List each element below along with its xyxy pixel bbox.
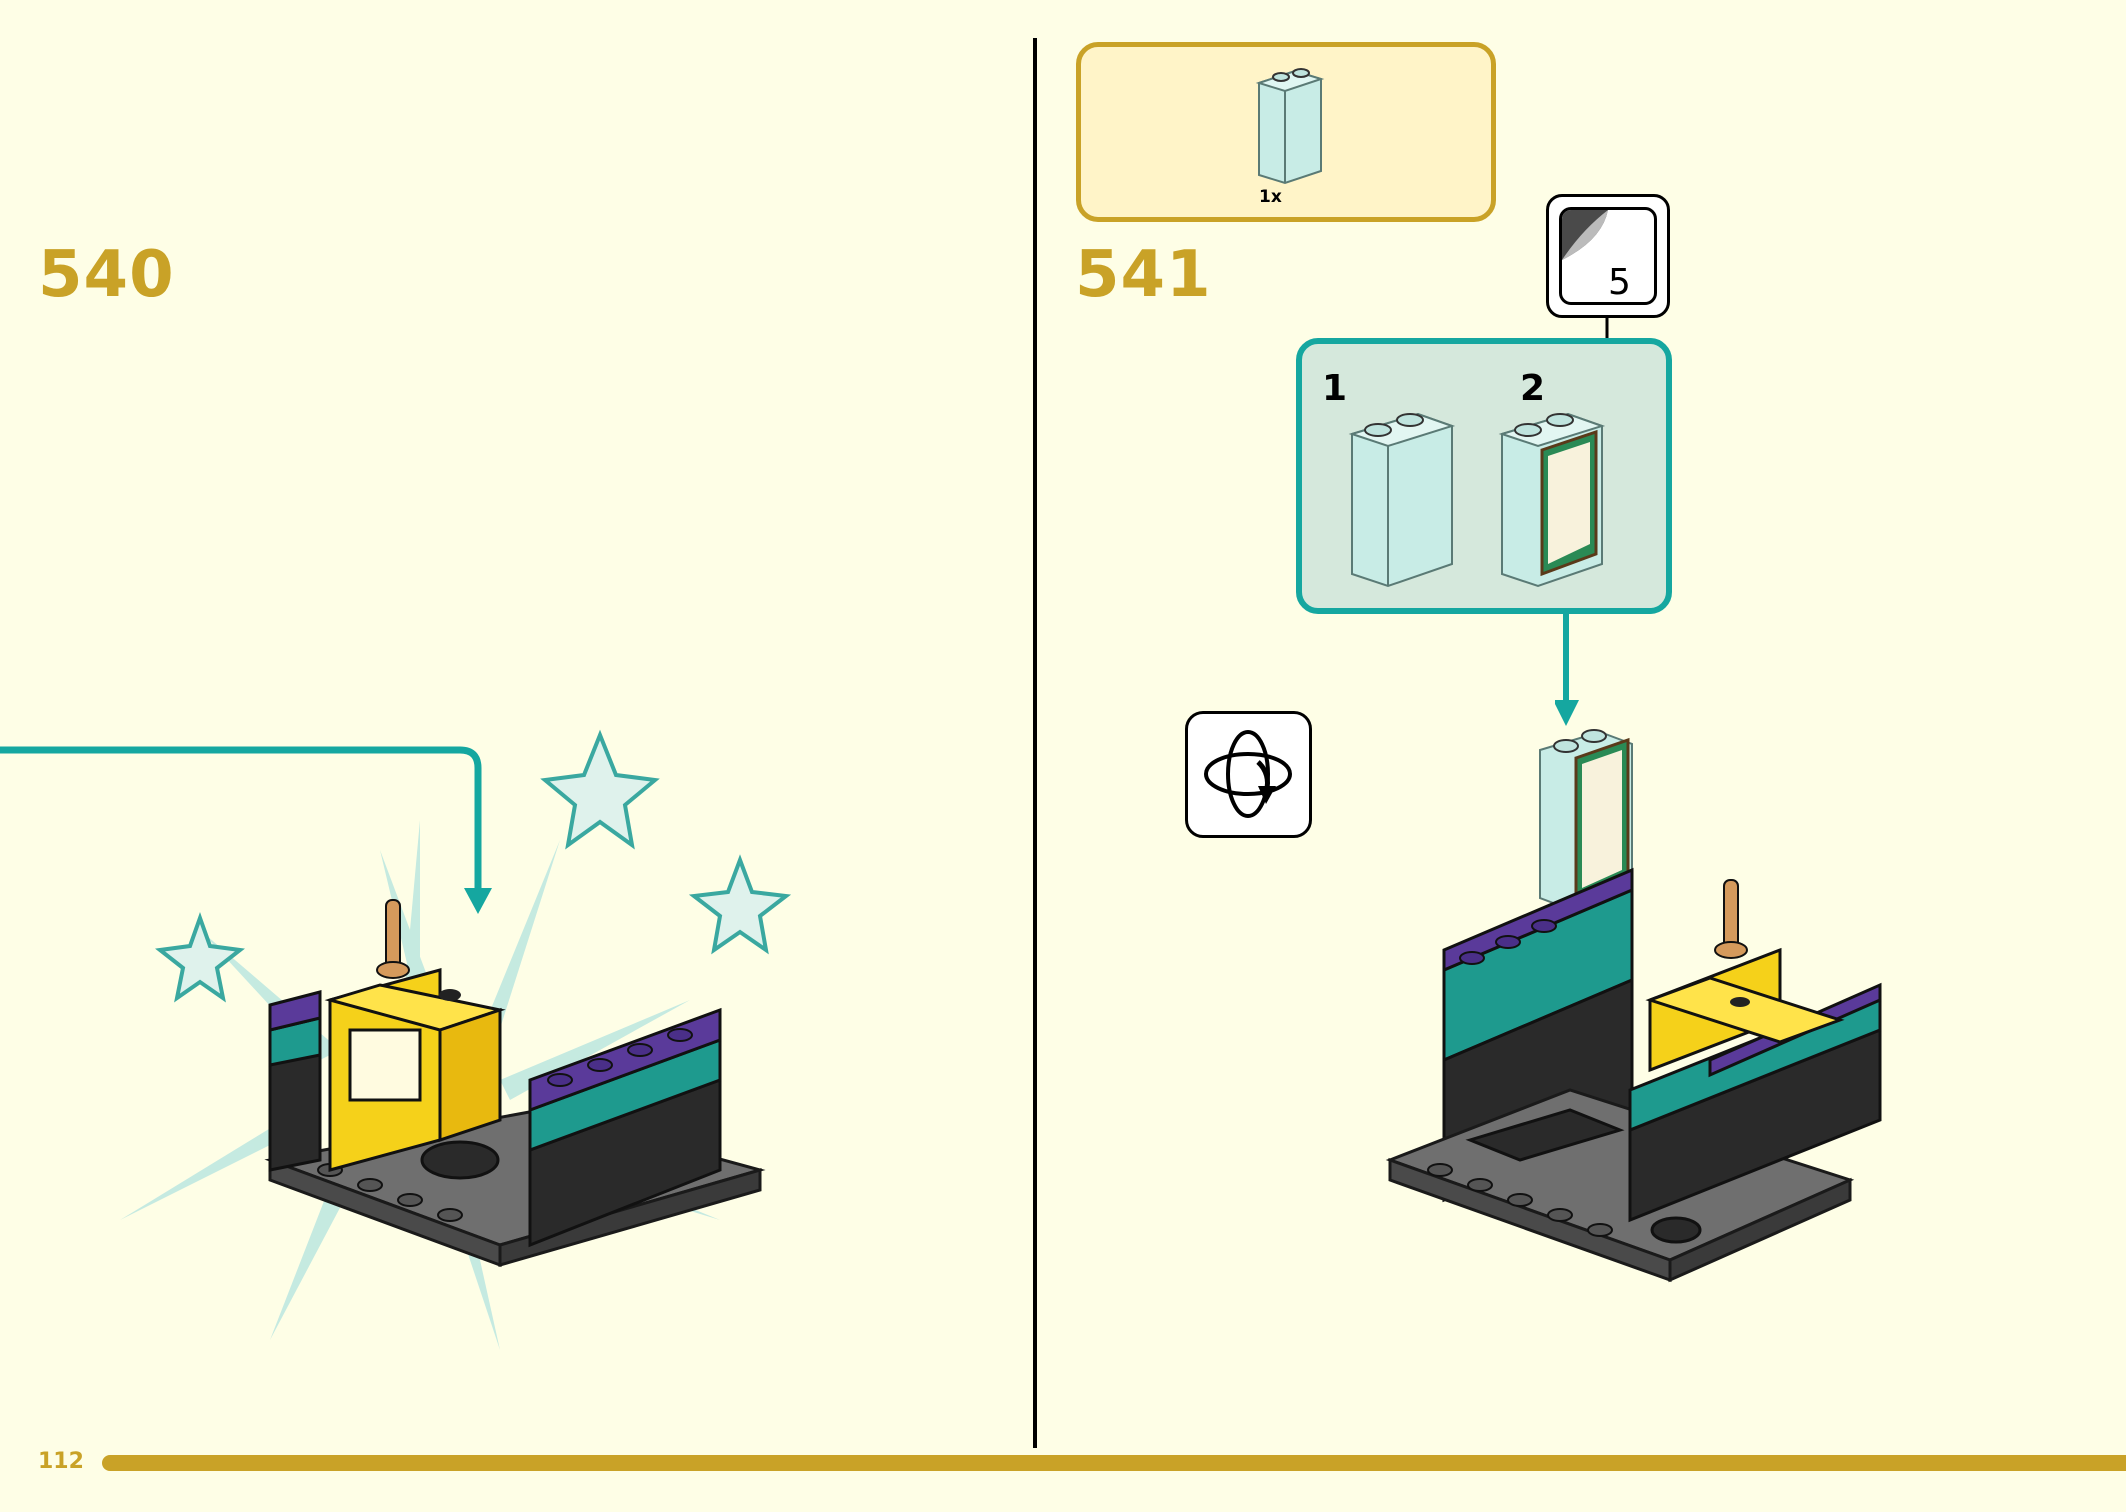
sparkle-star [540,729,660,850]
substep-label-1: 1 [1322,368,1348,409]
sparkle-star [155,912,245,1003]
stickered-brick [1498,412,1606,588]
brick-1x2x3-part [1255,68,1325,185]
step-number-541: 541 [1075,238,1212,312]
substep-label-2: 2 [1520,368,1546,409]
step-541-illustration [1385,729,1882,1283]
sticker-number: 5 [1608,262,1631,303]
step-number-540: 540 [38,238,175,312]
page-number: 112 [38,1449,84,1474]
parts-list-box: 1x [1076,42,1496,222]
step-540-illustration [0,729,792,1350]
part-quantity: 1x [1259,187,1282,207]
rotate-model-callout [1185,711,1312,838]
footer-bar [102,1455,2126,1471]
sticker-callout: 5 [1546,194,1670,318]
sticker-sheet-icon [1562,210,1608,260]
page-divider [1033,38,1037,1448]
step-541-arrow [1555,614,1579,726]
sparkle-star [688,854,792,955]
substep-box: 1 2 [1296,338,1672,614]
rotate-model-icon [1204,730,1292,818]
plain-brick [1348,412,1456,588]
